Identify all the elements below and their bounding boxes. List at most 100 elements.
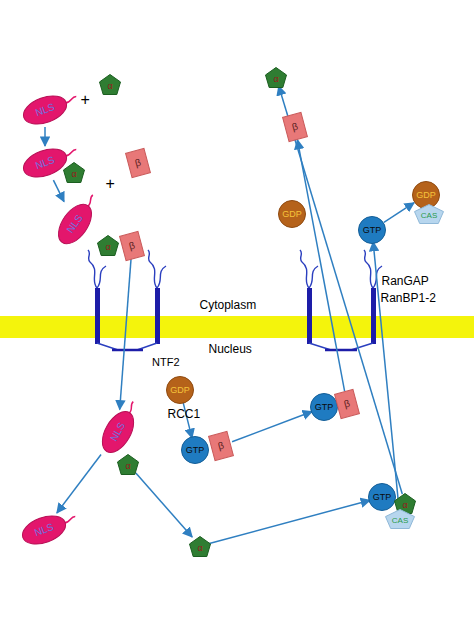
pore-basket [309,343,373,350]
importin-beta-rect [209,431,234,460]
node-text: CAS [421,212,437,220]
cas-pentagon [415,205,444,224]
ran-circle [413,182,440,209]
beta-node: β [119,231,145,261]
flow-arrow [297,140,344,391]
flow-arrow [279,86,403,494]
flow-arrow [57,454,101,512]
nls-oval [20,144,71,183]
node-text: GTP [186,446,205,455]
pore-wall [307,288,312,344]
gdp-node: GDP [166,376,194,404]
pore-filament [309,266,318,288]
plus-sign: + [81,92,90,108]
ran-circle [311,394,338,421]
importin-beta-rect [126,148,151,177]
ran-circle [182,437,209,464]
node-text: α [402,501,407,510]
flow-arrow [44,127,46,146]
ran-circle [359,217,386,244]
pore-wall [155,288,160,344]
gdp-node: GDP [412,181,440,209]
nls-oval [19,511,70,550]
alpha-node: α [265,67,287,88]
gtp-node: GTP [368,483,396,511]
ran-circle [167,377,194,404]
flow-arrow [232,412,312,442]
pore-filament [157,266,166,288]
pore-filament [364,250,373,288]
pore-wall [95,288,100,344]
annotation-label: NTF2 [152,357,180,368]
node-text: α [71,170,76,179]
nls-node: NLS [19,90,71,130]
pore-basket-ring [325,349,357,352]
beta-node: β [125,148,151,178]
beta-node: β [282,112,308,142]
ran-circle [369,484,396,511]
nls-node: NLS [19,143,71,183]
gdp-node: GDP [278,200,306,228]
nls-oval [52,198,98,249]
node-text: GTP [373,493,392,502]
flow-arrow [384,203,414,223]
node-text: GDP [170,386,190,395]
cas-pentagon [386,510,415,529]
alpha-node: α [97,235,119,256]
pore-wall [371,288,376,344]
pore-filament [97,266,106,288]
beta-node: β [208,431,234,461]
pore-filament [300,250,309,288]
pore-basket-ring [112,349,143,352]
annotation-label: Nucleus [209,343,252,355]
alpha-node: α [63,162,85,183]
node-text: α [197,544,202,553]
node-text: GDP [416,191,436,200]
node-text: α [107,82,112,91]
node-text: α [125,462,130,471]
nls-node: NLS [18,510,70,550]
annotation-label: RCC1 [168,408,201,420]
node-text: GTP [363,226,382,235]
cas-node: CAS [414,204,444,224]
node-text: GTP [315,403,334,412]
annotation-label: Cytoplasm [200,299,257,311]
importin-alpha-pentagon [100,74,121,94]
alpha-node: α [117,454,139,475]
node-text: α [105,243,110,252]
gtp-node: GTP [181,436,209,464]
cas-node: CAS [385,509,415,529]
nls-oval [96,406,140,457]
flow-arrow [53,180,64,202]
nuclear-membrane [0,316,474,338]
gtp-node: GTP [358,216,386,244]
importin-beta-rect [335,389,360,418]
nls-oval [20,91,71,130]
nuclear-pore-right [300,250,382,350]
node-text: α [273,75,278,84]
node-text: GDP [282,210,302,219]
pore-filament [148,250,157,288]
importin-alpha-pentagon [266,67,287,87]
nuclear-pore-left [88,250,166,350]
annotation-label: RanGAP [382,275,429,287]
importin-beta-rect [283,112,308,141]
pore-filament [88,250,97,288]
importin-alpha-pentagon [98,235,119,255]
plus-sign: + [106,176,115,192]
importin-alpha-pentagon [118,454,139,474]
nls-node: NLS [95,406,141,459]
node-text: CAS [392,517,408,525]
importin-alpha-pentagon [64,162,85,182]
importin-beta-rect [120,231,145,260]
annotation-label: RanBP1-2 [381,292,436,304]
alpha-node: α [189,536,211,557]
nls-node: NLS [51,198,99,251]
flow-arrow [136,473,192,537]
ran-circle [279,201,306,228]
gtp-node: GTP [310,393,338,421]
importin-alpha-pentagon [190,536,211,556]
